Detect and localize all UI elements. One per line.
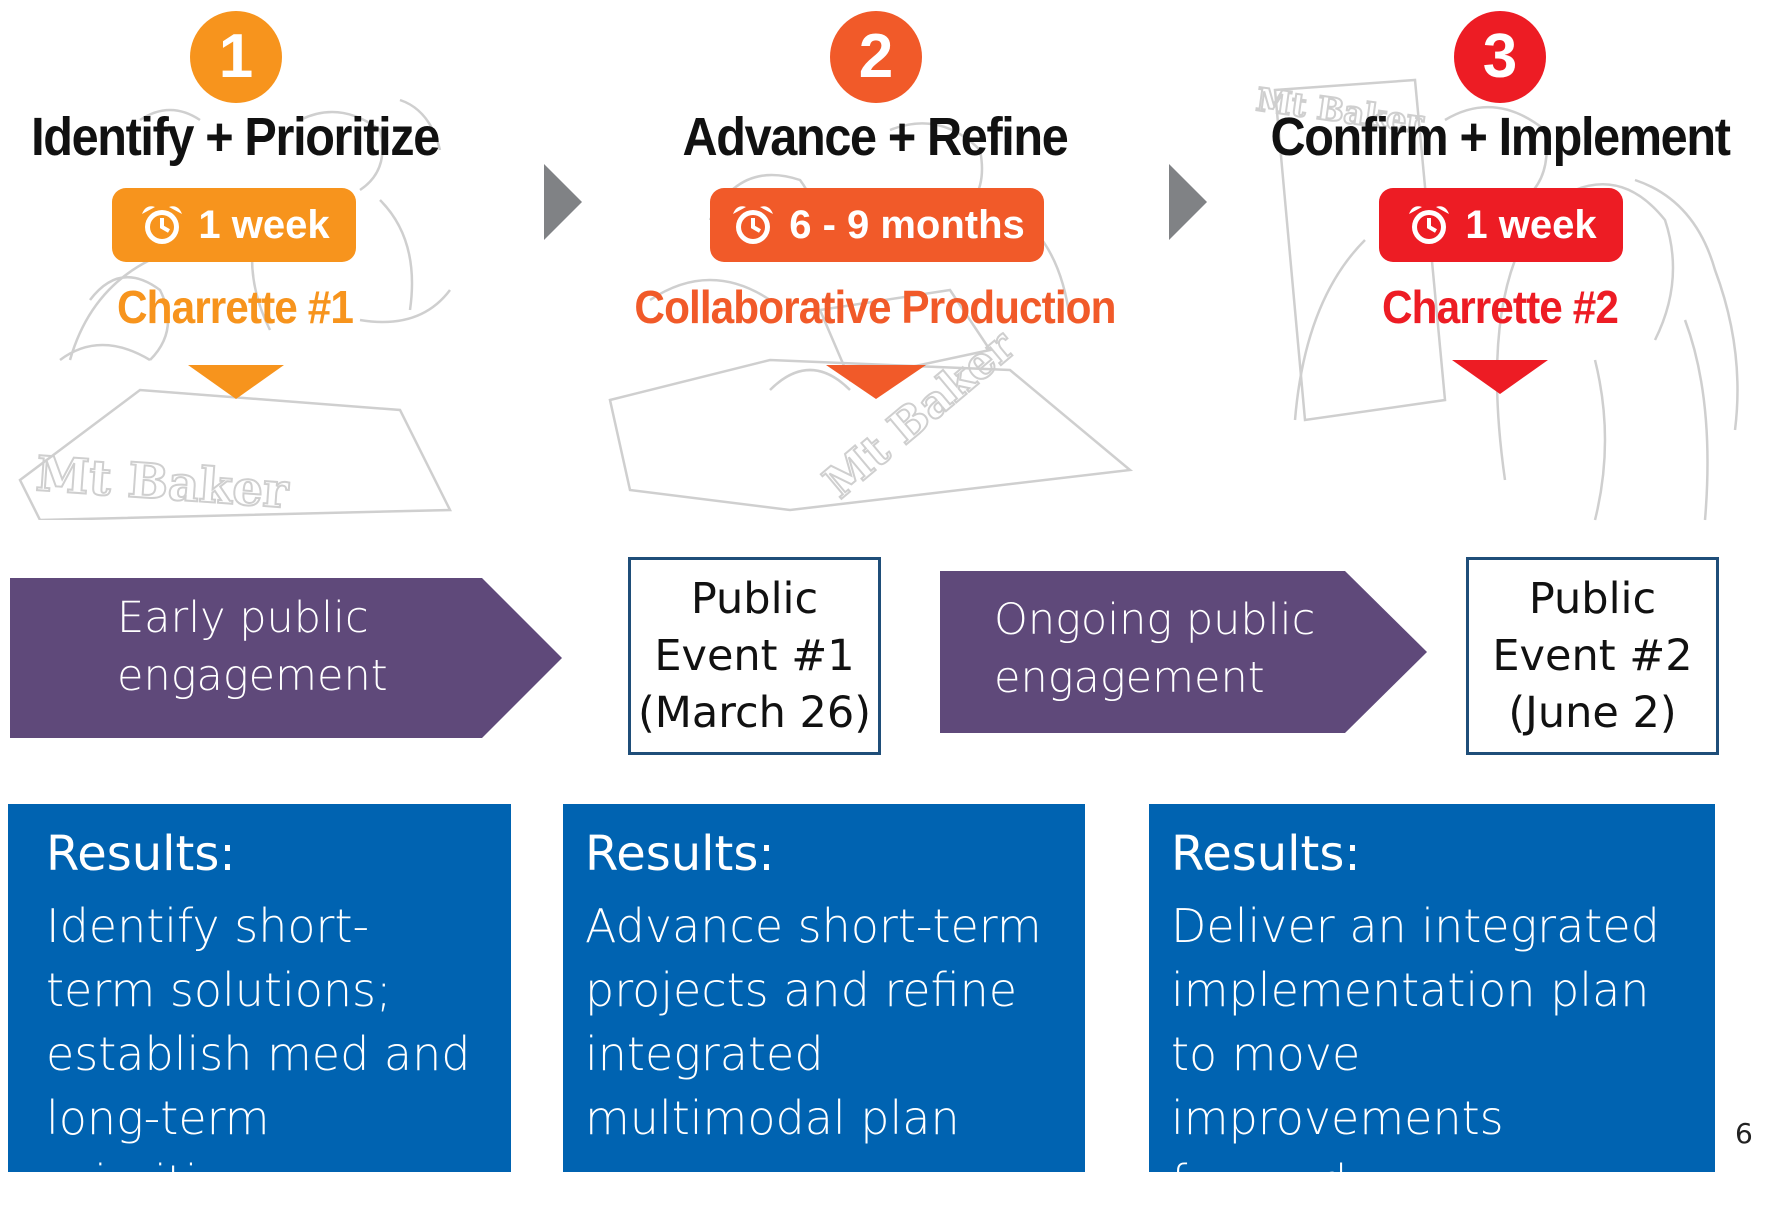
sketch-label: Mt Baker [814,320,1025,509]
duration-pill-2: 6 - 9 months [710,188,1044,262]
event-line: Event #2 [1492,630,1693,681]
results-body: Deliver an integrated implementation pla… [1171,899,1660,1209]
sketch-illustration-2: Mt Baker [608,122,1134,512]
event-line: Event #1 [654,630,855,681]
phase-subtitle-3: Charrette #2 [1382,281,1619,333]
engagement-line: engagement [117,651,388,701]
engagement-line: Ongoing public [994,595,1316,645]
chevron-down-icon [826,365,926,399]
duration-label-2: 6 - 9 months [789,202,1025,247]
duration-label-1: 1 week [198,202,330,247]
engagement-label-2: Ongoing public engagement [994,591,1315,707]
phase-subtitle-2: Collaborative Production [634,281,1116,333]
public-event-2: Public Event #2 (June 2) [1466,557,1719,755]
event-line: Public [690,573,819,624]
results-box-1: Results: Identify short-term solutions; … [8,804,511,1209]
event-line: Public [1528,573,1657,624]
alarm-clock-icon [142,206,183,244]
phase-subtitle-1: Charrette #1 [117,281,354,333]
phase-title-3: Confirm + Implement [1270,107,1730,167]
duration-pill-1: 1 week [112,188,356,262]
sketch-illustration-3: Mt Baker [1253,78,1739,521]
engagement-line: Early public [117,593,369,643]
step-number-2: 2 [830,11,922,103]
results-box-3: Results: Deliver an integrated implement… [1149,804,1715,1209]
page-number: 6 [1735,1117,1753,1150]
public-event-1: Public Event #1 (March 26) [628,557,881,755]
results-body: Advance short-term projects and refine i… [585,899,1042,1145]
results-heading: Results: [585,826,775,882]
chevron-down-icon [188,365,284,399]
duration-pill-3: 1 week [1379,188,1623,262]
engagement-label-1: Early public engagement [117,589,388,705]
alarm-clock-icon [1409,206,1450,244]
phase-title-2: Advance + Refine [682,107,1069,167]
event-line: (June 2) [1508,687,1677,738]
results-heading: Results: [46,826,236,882]
results-body: Identify short-term solutions; establish… [46,899,471,1209]
phase-title-1: Identify + Prioritize [31,107,440,167]
step-number-3: 3 [1454,11,1546,103]
engagement-arrow-2 [940,571,1427,733]
chevron-down-icon [1452,360,1548,394]
duration-label-3: 1 week [1465,202,1597,247]
sketch-illustration-1: Mt Baker [18,98,452,520]
engagement-line: engagement [994,653,1265,703]
chevron-right-icon [544,164,582,240]
engagement-arrow-1 [10,578,562,738]
chevron-right-icon [1169,164,1207,240]
event-line: (March 26) [637,687,871,738]
step-number-1: 1 [190,11,282,103]
results-heading: Results: [1171,826,1361,882]
alarm-clock-icon [733,206,774,244]
sketch-label: Mt Baker [34,446,291,520]
results-box-2: Results: Advance short-term projects and… [563,804,1085,1172]
